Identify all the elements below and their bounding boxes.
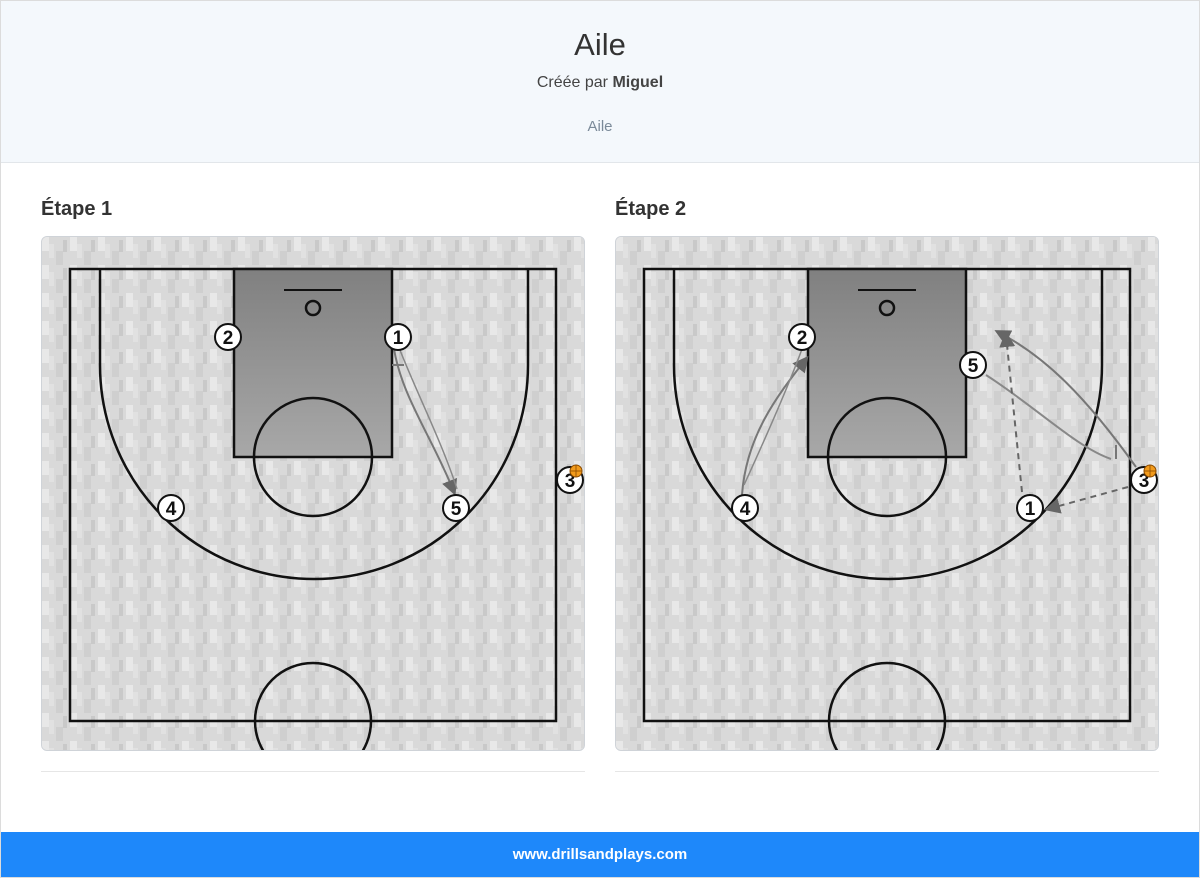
svg-text:4: 4 bbox=[166, 499, 177, 520]
court-diagram-step-2: 2 5 4 1 3 bbox=[616, 237, 1158, 750]
svg-text:1: 1 bbox=[1025, 499, 1036, 520]
svg-text:3: 3 bbox=[1139, 471, 1150, 492]
ball-icon bbox=[569, 464, 583, 478]
author-name: Miguel bbox=[612, 74, 664, 91]
created-by-label: Créée par bbox=[536, 74, 609, 91]
svg-text:3: 3 bbox=[565, 471, 576, 492]
player-token-1[interactable]: 1 bbox=[1016, 494, 1044, 522]
step-2-title: Étape 2 bbox=[615, 198, 687, 220]
court-step-2: 2 5 4 1 3 bbox=[615, 236, 1159, 751]
svg-text:5: 5 bbox=[968, 356, 979, 377]
player-token-4[interactable]: 4 bbox=[157, 494, 185, 522]
player-token-2[interactable]: 2 bbox=[214, 323, 242, 351]
page-header: Aile Créée par Miguel Aile bbox=[1, 1, 1199, 163]
footer-site-link[interactable]: www.drillsandplays.com bbox=[512, 846, 688, 863]
ball-icon bbox=[1143, 464, 1157, 478]
divider-step-1 bbox=[41, 771, 585, 772]
player-token-2[interactable]: 2 bbox=[788, 323, 816, 351]
page-title: Aile bbox=[574, 27, 626, 62]
svg-text:2: 2 bbox=[797, 328, 808, 349]
author-line: Créée par Miguel bbox=[1, 74, 1199, 92]
divider-step-2 bbox=[615, 771, 1159, 772]
player-token-4[interactable]: 4 bbox=[731, 494, 759, 522]
svg-text:1: 1 bbox=[393, 328, 404, 349]
site-footer: www.drillsandplays.com bbox=[1, 832, 1199, 877]
court-step-1: 2 1 4 5 3 bbox=[41, 236, 585, 751]
player-token-1[interactable]: 1 bbox=[384, 323, 412, 351]
player-token-5[interactable]: 5 bbox=[442, 494, 470, 522]
court-diagram-step-1: 2 1 4 5 3 bbox=[42, 237, 584, 750]
player-token-5[interactable]: 5 bbox=[959, 351, 987, 379]
step-1-title: Étape 1 bbox=[41, 198, 113, 220]
svg-text:5: 5 bbox=[451, 499, 462, 520]
category-tag[interactable]: Aile bbox=[587, 118, 613, 135]
svg-text:4: 4 bbox=[740, 499, 751, 520]
svg-text:2: 2 bbox=[223, 328, 234, 349]
